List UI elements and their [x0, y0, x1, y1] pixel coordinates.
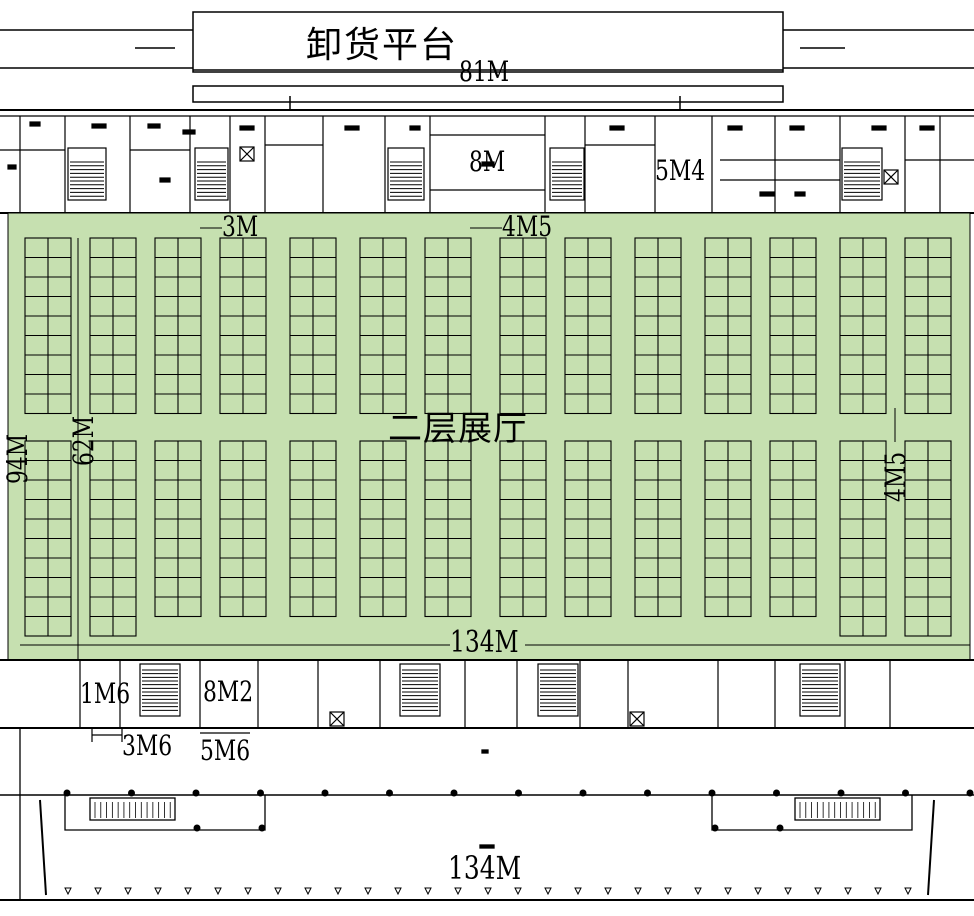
column-dot — [193, 824, 201, 832]
facade-marker — [814, 887, 822, 896]
hall-depth-outer-dimension: 94M — [1, 433, 34, 484]
facade-marker — [274, 887, 282, 896]
corridor-width-dimension: 8M — [469, 145, 506, 178]
facade-marker — [664, 887, 672, 896]
stair-hatching — [70, 161, 880, 197]
facade-marker — [604, 887, 612, 896]
column-dot — [902, 789, 909, 797]
facade-marker — [484, 887, 492, 896]
column-dot — [966, 789, 974, 797]
left-aisle-dimension: 3M — [222, 210, 259, 243]
column-dot — [515, 789, 522, 797]
hall-depth-dimension — [7, 213, 79, 660]
loading-platform — [0, 11, 974, 110]
column-dot — [776, 824, 784, 832]
hall-name-label: 二层展厅 — [388, 409, 528, 449]
facade-marker — [874, 887, 882, 896]
facade-markers — [64, 887, 912, 896]
bottom-dimension-5m6: 5M6 — [200, 734, 251, 767]
facade-marker — [424, 887, 432, 896]
bottom-dimension-1m6: 1M6 — [80, 677, 131, 710]
exhibition-hall-area — [7, 212, 971, 661]
facade-marker — [364, 887, 372, 896]
aisle-dimension-ticks — [20, 227, 970, 646]
escalator-hatching — [94, 802, 876, 818]
platform-width-dimension: 81M — [459, 55, 510, 88]
column-dot — [579, 789, 587, 797]
entrance-concourse — [0, 728, 974, 901]
facade-marker — [784, 887, 792, 896]
facade-marker — [574, 887, 582, 896]
facade-marker — [334, 887, 342, 896]
facade-marker — [94, 887, 102, 896]
right-aisle-dimension-label: 4M5 — [879, 451, 912, 502]
column-dot — [128, 789, 135, 797]
stair-hatching — [142, 669, 838, 711]
column-dot — [644, 789, 651, 797]
facade-marker — [904, 887, 912, 896]
column-dot — [258, 824, 266, 832]
hall-depth-inner-dimension: 62M — [67, 415, 100, 466]
column-dot — [450, 789, 458, 797]
column-dot — [63, 789, 71, 797]
facade-marker — [514, 887, 522, 896]
structural-columns — [63, 789, 974, 832]
loading-platform-label: 卸货平台 — [306, 25, 459, 66]
booth-grid — [24, 237, 952, 637]
facade-marker — [154, 887, 162, 896]
column-dot — [257, 789, 264, 797]
facade-marker — [214, 887, 222, 896]
column-dot — [773, 789, 780, 797]
column-dot — [386, 789, 393, 797]
facade-marker — [244, 887, 252, 896]
facade-marker — [454, 887, 462, 896]
hall-width-dimension: 134M — [450, 625, 519, 660]
column-dot — [708, 789, 716, 797]
column-dot — [711, 824, 719, 832]
facade-marker — [544, 887, 552, 896]
facade-marker — [844, 887, 852, 896]
facade-marker — [184, 887, 192, 896]
bottom-service-strip — [0, 659, 974, 742]
facade-marker — [124, 887, 132, 896]
facade-marker — [724, 887, 732, 896]
mid-aisle-dimension: 4M5 — [502, 210, 553, 243]
facade-marker — [694, 887, 702, 896]
facade-marker — [394, 887, 402, 896]
facade-marker — [634, 887, 642, 896]
facade-marker — [64, 887, 72, 896]
facade-marker — [754, 887, 762, 896]
building-width-dimension: 134M — [448, 849, 522, 887]
bottom-dimension-3m6: 3M6 — [122, 729, 173, 762]
column-dot — [321, 789, 329, 797]
bottom-dimension-8m2: 8M2 — [203, 675, 254, 708]
column-dot — [192, 789, 200, 797]
column-dot — [837, 789, 845, 797]
facade-marker — [304, 887, 312, 896]
side-gap-dimension: 5M4 — [655, 154, 706, 187]
